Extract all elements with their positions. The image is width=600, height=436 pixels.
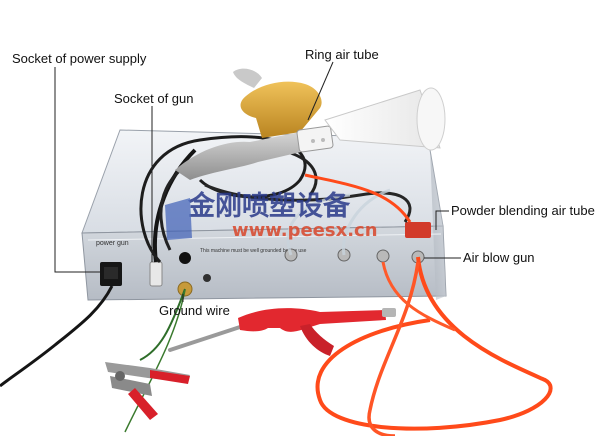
callout-gun-socket: Socket of gun [114, 91, 194, 106]
watermark-logo [165, 198, 192, 240]
red-hose-main [315, 256, 553, 431]
callout-ring-air: Ring air tube [305, 47, 379, 62]
ground-clamp [105, 362, 190, 420]
bell-nozzle [324, 87, 446, 151]
air-blow-gun [168, 308, 396, 356]
fuse-holder [203, 274, 211, 282]
callout-ground-wire: Ground wire [159, 303, 230, 318]
panel-text: power gun [96, 240, 129, 247]
clear-air-tube [286, 193, 351, 256]
panel-notice: This machine must be well grounded befor… [200, 248, 307, 254]
power-cable [0, 285, 114, 388]
cabinet-side [428, 138, 446, 300]
callout-lines [54, 61, 461, 302]
callout-air-blow: Air blow gun [463, 250, 535, 265]
callout-powder-air: Powder blending air tube [451, 203, 595, 218]
pressure-regulator [405, 222, 431, 238]
spray-gun [175, 68, 334, 180]
callout-power-socket: Socket of power supply [12, 51, 147, 66]
watermark-cn: 金刚喷塑设备 [187, 190, 351, 222]
gun-socket [149, 261, 163, 287]
watermark-url: www.peesx.cn [232, 220, 378, 241]
watermark: 金刚喷塑设备 www.peesx.cn [165, 190, 378, 241]
third-connector [376, 249, 390, 263]
ground-wire [139, 288, 186, 361]
power-switch [179, 252, 191, 264]
